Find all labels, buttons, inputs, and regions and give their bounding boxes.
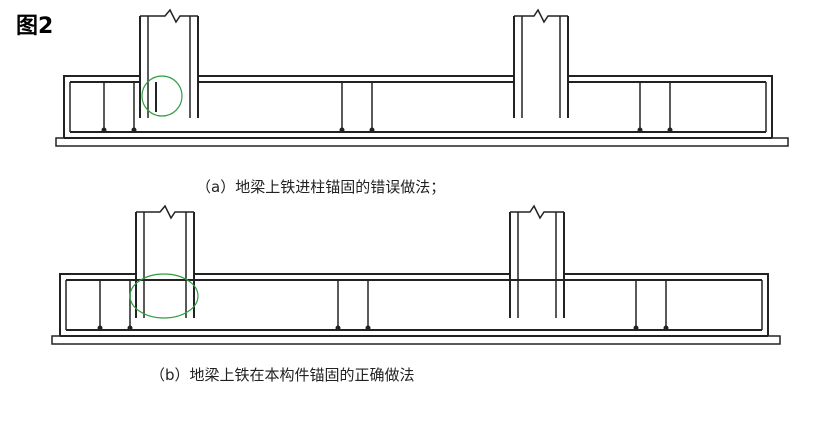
highlight-circle-a	[141, 75, 183, 117]
ground-beam-b	[59, 273, 769, 337]
foundation-slab-b	[51, 335, 781, 345]
figure-title: 图2	[16, 14, 54, 39]
foundation-slab-a	[55, 137, 789, 147]
caption-panel-a: （a）地梁上铁进柱锚固的错误做法；	[196, 178, 446, 196]
left-column-b	[135, 204, 195, 318]
ground-beam-a	[63, 75, 773, 139]
right-column-b	[509, 204, 565, 318]
panel-b-drawing	[51, 204, 781, 345]
caption-panel-b: （b）地梁上铁在本构件锚固的正确做法	[150, 366, 415, 384]
highlight-circle-b	[129, 273, 199, 319]
left-column-a	[139, 8, 199, 118]
panel-a-drawing	[55, 8, 789, 147]
right-column-a	[513, 8, 569, 118]
